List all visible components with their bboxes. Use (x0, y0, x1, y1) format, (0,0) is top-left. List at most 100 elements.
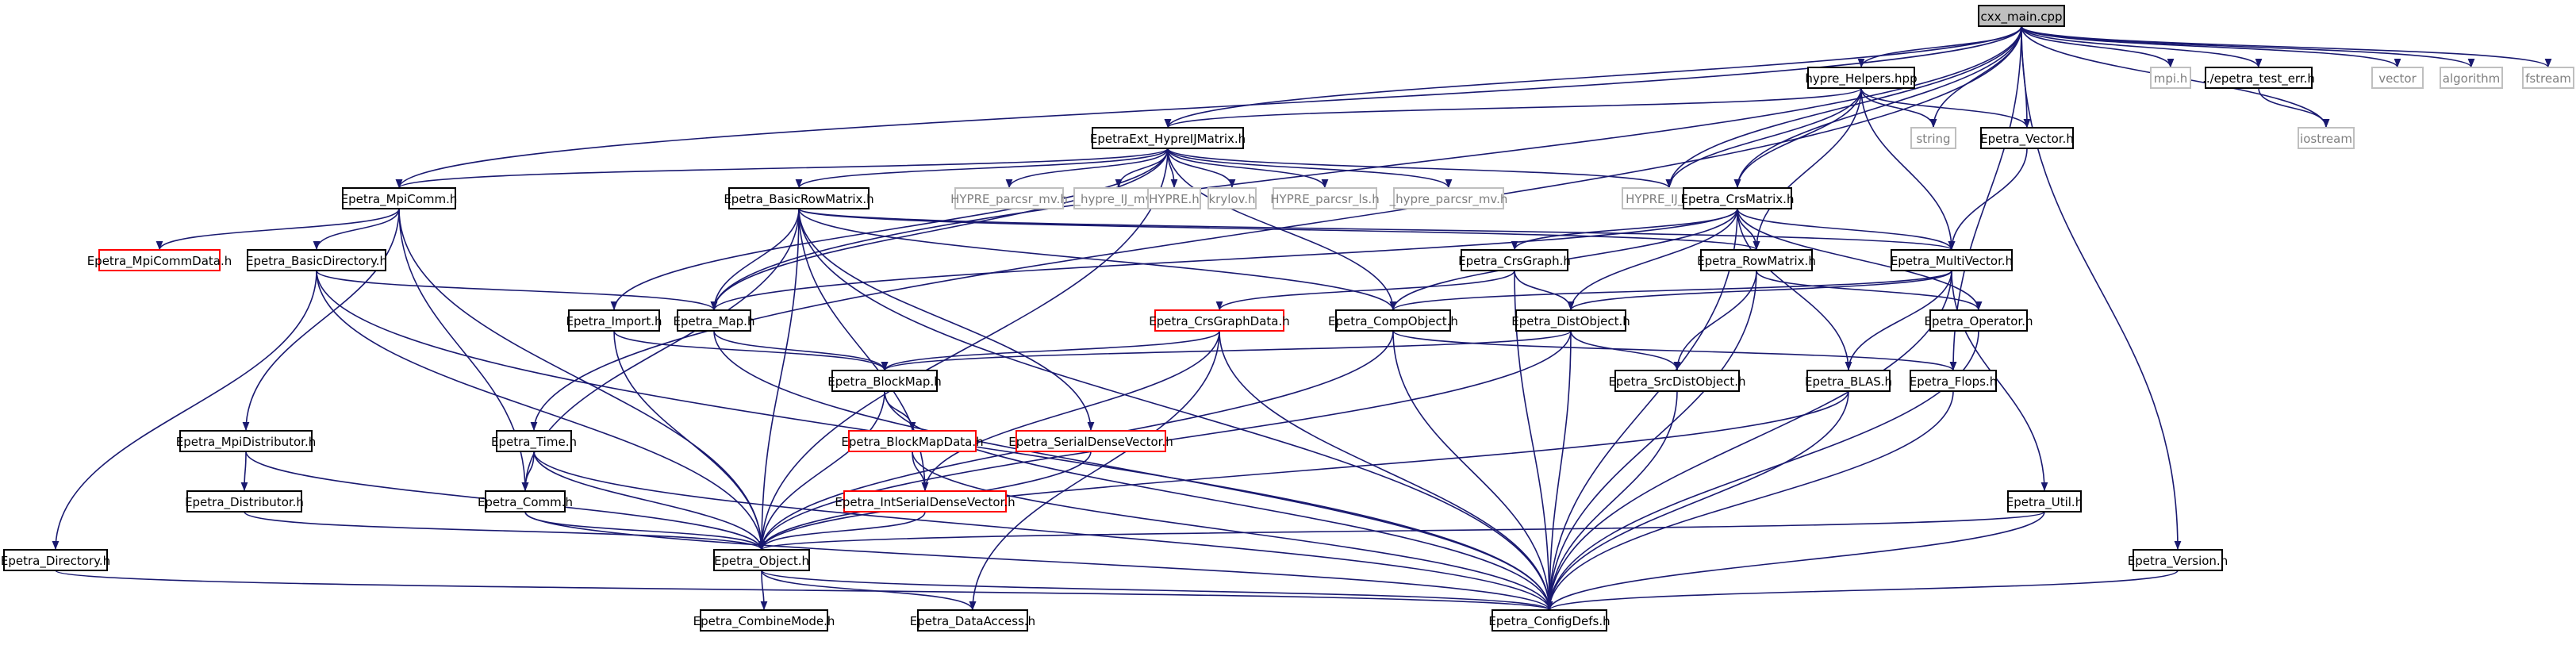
node-comm[interactable]: Epetra_Comm.h (478, 490, 573, 513)
node-box-serialdensevector (1015, 430, 1166, 452)
edge-epetra_mpicomm-to-basicdirectory (313, 208, 400, 251)
node-box-object (713, 549, 810, 571)
node-mpidistributor[interactable]: Epetra_MpiDistributor.h (176, 430, 317, 452)
edge-srcdistobject-to-configdefs (1545, 390, 1678, 611)
edge-object-to-configdefs (761, 570, 1553, 611)
node-map[interactable]: Epetra_Map.h (674, 309, 755, 332)
node-iostream: iostream (2298, 127, 2355, 149)
node-box-util (2007, 490, 2082, 513)
node-label-epetra_test_err: ../epetra_test_err.h (2202, 71, 2315, 86)
node-mpicommdata[interactable]: Epetra_MpiCommData.h (87, 249, 232, 271)
node-directory[interactable]: Epetra_Directory.h (1, 549, 110, 571)
edge-import-to-object (613, 330, 766, 551)
node-time[interactable]: Epetra_Time.h (491, 430, 577, 452)
node-configdefs[interactable]: Epetra_ConfigDefs.h (1488, 609, 1610, 632)
node-box-hypre_h (1147, 187, 1201, 209)
node-blas[interactable]: Epetra_BLAS.h (1805, 370, 1892, 392)
node-label-blockmapdata: Epetra_BlockMapData.h (841, 435, 983, 450)
node-object[interactable]: Epetra_Object.h (713, 549, 810, 571)
edge-version-to-configdefs (1545, 570, 2179, 611)
edge-multivector-to-util (1951, 270, 2048, 492)
node-box-rowmatrix (1700, 249, 1813, 271)
node-version[interactable]: Epetra_Version.h (2128, 549, 2228, 571)
edge-flops-to-configdefs (1545, 390, 1954, 611)
node-basicrowmatrix[interactable]: Epetra_BasicRowMatrix.h (724, 187, 874, 209)
edge-blockmap-to-configdefs (884, 390, 1553, 611)
edge-ext_hypre-to-krylov (1167, 148, 1236, 189)
edge-crsgraphdata-to-blockmap (881, 330, 1220, 371)
node-intserialdensevector[interactable]: Epetra_IntSerialDenseVector.h (835, 490, 1015, 513)
edge-blas-to-object (758, 390, 1849, 551)
edge-import-to-blockmap (613, 330, 889, 371)
node-label-configdefs: Epetra_ConfigDefs.h (1488, 614, 1610, 629)
node-box-blockmapdata (848, 430, 977, 452)
node-srcdistobject[interactable]: Epetra_SrcDistObject.h (1608, 370, 1746, 392)
node-label-string: string (1916, 132, 1950, 146)
node-rowmatrix[interactable]: Epetra_RowMatrix.h (1697, 249, 1816, 271)
node-label-intserialdensevector: Epetra_IntSerialDenseVector.h (835, 495, 1015, 510)
node-epetra_vector[interactable]: Epetra_Vector.h (1980, 127, 2074, 149)
node-crsgraph[interactable]: Epetra_CrsGraph.h (1458, 249, 1571, 271)
node-box-combinemode (700, 609, 828, 632)
node-box-basicdirectory (247, 249, 386, 271)
edge-blas-to-configdefs (1545, 390, 1849, 611)
node-label-mpi_h: mpi.h (2154, 71, 2188, 86)
edge-cxx_main-to-map (710, 25, 2022, 311)
node-epetra_test_err[interactable]: ../epetra_test_err.h (2202, 67, 2315, 89)
edge-mpidistributor-to-distributor (240, 451, 248, 492)
node-operator[interactable]: Epetra_Operator.h (1924, 309, 2033, 332)
node-label-ext_hypre: EpetraExt_HypreIJMatrix.h (1090, 132, 1246, 147)
edge-epetra_test_err-to-iostream (2258, 87, 2330, 129)
node-util[interactable]: Epetra_Util.h (2006, 490, 2083, 513)
node-box-map (677, 309, 751, 332)
edge-cxx_main-to-epetra_mpicomm (395, 25, 2022, 189)
node-box-blockmap (831, 370, 938, 392)
node-blockmap[interactable]: Epetra_BlockMap.h (827, 370, 942, 392)
node-label-comm: Epetra_Comm.h (478, 495, 573, 510)
edge-crsgraphdata-to-dataaccess (969, 330, 1220, 611)
node-multivector[interactable]: Epetra_MultiVector.h (1891, 249, 2013, 271)
node-distobject[interactable]: Epetra_DistObject.h (1511, 309, 1630, 332)
node-blockmapdata[interactable]: Epetra_BlockMapData.h (841, 430, 984, 452)
edge-rowmatrix-to-srcdistobject (1673, 270, 1757, 371)
node-basicdirectory[interactable]: Epetra_BasicDirectory.h (246, 249, 387, 271)
node-hypre_h: HYPRE.h (1147, 187, 1201, 209)
edge-crsmatrix-to-crsgraph (1511, 208, 1738, 251)
node-cxx_main: cxx_main.cpp (1978, 5, 2065, 27)
edge-util-to-object (758, 511, 2045, 551)
node-label-hypre_h: HYPRE.h (1149, 192, 1200, 206)
edge-ext_hypre-to-_hypre_parcsr_mv (1167, 148, 1453, 189)
node-import[interactable]: Epetra_Import.h (566, 309, 662, 332)
node-fstream: fstream (2522, 67, 2574, 89)
node-crsmatrix[interactable]: Epetra_CrsMatrix.h (1681, 187, 1795, 209)
node-box-epetra_vector (1980, 127, 2074, 149)
edge-blockmap-to-object (758, 390, 885, 551)
node-label-util: Epetra_Util.h (2006, 495, 2083, 510)
node-serialdensevector[interactable]: Epetra_SerialDenseVector.h (1008, 430, 1173, 452)
node-compobject[interactable]: Epetra_CompObject.h (1328, 309, 1458, 332)
node-hypre_helpers[interactable]: hypre_Helpers.hpp (1805, 67, 1918, 89)
node-label-basicrowmatrix: Epetra_BasicRowMatrix.h (724, 192, 873, 207)
edge-crsmatrix-to-configdefs (1545, 208, 1738, 611)
edge-blockmapdata-to-intserialdensevector (912, 451, 929, 492)
edge-basicrowmatrix-to-configdefs (798, 208, 1553, 611)
edge-crsmatrix-to-distobject (1567, 208, 1738, 311)
edge-object-to-combinemode (760, 570, 768, 611)
node-label-serialdensevector: Epetra_SerialDenseVector.h (1008, 435, 1173, 450)
node-epetra_mpicomm[interactable]: Epetra_MpiComm.h (341, 187, 458, 209)
node-crsgraphdata[interactable]: Epetra_CrsGraphData.h (1149, 309, 1290, 332)
node-dataaccess[interactable]: Epetra_DataAccess.h (910, 609, 1035, 632)
node-box-hypre_parcsr_ls (1273, 187, 1377, 209)
node-combinemode[interactable]: Epetra_CombineMode.h (693, 609, 835, 632)
node-box-mpi_h (2150, 67, 2191, 89)
node-label-crsgraphdata: Epetra_CrsGraphData.h (1149, 314, 1290, 329)
node-distributor[interactable]: Epetra_Distributor.h (185, 490, 304, 513)
edge-multivector-to-blas (1845, 270, 1952, 371)
node-label-distributor: Epetra_Distributor.h (185, 495, 304, 510)
node-label-flops: Epetra_Flops.h (1910, 374, 1998, 390)
node-ext_hypre[interactable]: EpetraExt_HypreIJMatrix.h (1090, 127, 1246, 149)
node-flops[interactable]: Epetra_Flops.h (1910, 370, 1998, 392)
edge-comm-to-configdefs (524, 511, 1553, 611)
edge-basicrowmatrix-to-serialdensevector (798, 208, 1095, 432)
node-string: string (1910, 127, 1956, 149)
